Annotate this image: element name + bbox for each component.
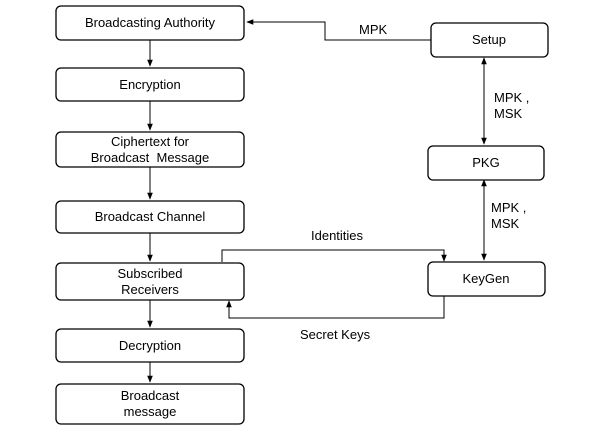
node-encryption: Encryption: [55, 67, 245, 102]
node-setup: Setup: [430, 22, 549, 58]
node-keygen: KeyGen: [427, 261, 546, 297]
edge-label-mpk: MPK: [359, 22, 388, 37]
node-subscribed-receivers: Subscribed Receivers: [55, 262, 245, 301]
node-label-line2: message: [124, 404, 177, 419]
node-pkg: PKG: [427, 145, 545, 181]
edge-label-pkg-keygen-line2: MSK: [491, 216, 520, 231]
node-label-line2: Receivers: [121, 282, 179, 297]
edge-identities: [221, 249, 447, 262]
node-label: Setup: [472, 32, 506, 47]
node-label: Broadcast Channel: [95, 209, 206, 224]
edge-label-setup-pkg-line1: MPK ,: [494, 90, 529, 105]
edge-label-secret-keys: Secret Keys: [300, 327, 371, 342]
edge-label-setup-pkg-line2: MSK: [494, 106, 523, 121]
node-ciphertext: Ciphertext for Broadcast Message: [55, 131, 245, 168]
node-broadcast-channel: Broadcast Channel: [55, 200, 245, 234]
edge-setup-to-authority: [246, 19, 431, 41]
node-label-line1: Ciphertext for: [111, 134, 190, 149]
edge-label-identities: Identities: [311, 228, 364, 243]
node-label: Broadcasting Authority: [85, 15, 216, 30]
edge-label-pkg-keygen-line1: MPK ,: [491, 200, 526, 215]
node-label: PKG: [472, 155, 499, 170]
node-label-line2: Broadcast Message: [91, 150, 210, 165]
node-label-line1: Subscribed: [117, 266, 182, 281]
node-decryption: Decryption: [55, 328, 245, 363]
node-label-line1: Broadcast: [121, 388, 180, 403]
edge-secret-keys: [226, 296, 445, 319]
node-broadcasting-authority: Broadcasting Authority: [55, 5, 245, 41]
node-broadcast-message: Broadcast message: [55, 383, 245, 425]
node-label: Encryption: [119, 77, 180, 92]
node-label: KeyGen: [463, 271, 510, 286]
node-label: Decryption: [119, 338, 181, 353]
